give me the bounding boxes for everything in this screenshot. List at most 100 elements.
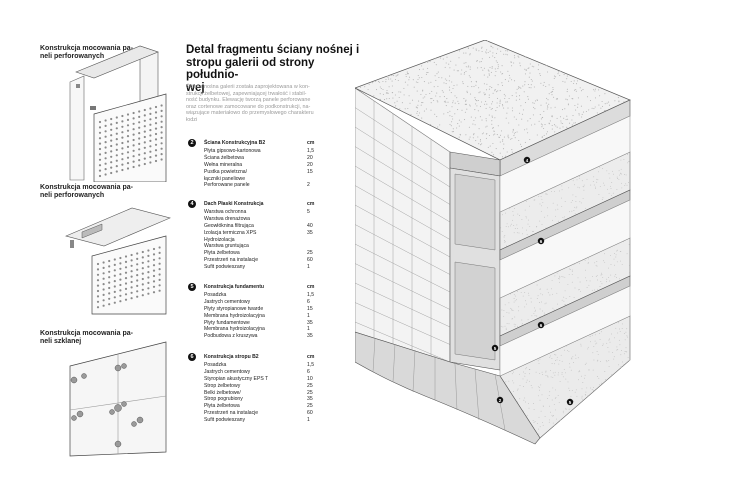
texture-dot (544, 124, 546, 126)
texture-dot (524, 68, 526, 70)
texture-dot (601, 382, 602, 384)
perforation (138, 110, 141, 113)
texture-dot (613, 173, 615, 175)
texture-dot (452, 118, 454, 120)
texture-dot (612, 192, 614, 194)
texture-dot (519, 62, 521, 64)
texture-dot (415, 81, 417, 83)
texture-dot (519, 398, 521, 400)
texture-dot (534, 310, 536, 312)
texture-dot (409, 102, 411, 104)
texture-dot (619, 251, 621, 253)
texture-dot (618, 100, 620, 102)
perforation (158, 278, 161, 281)
texture-dot (478, 128, 480, 130)
texture-dot (508, 74, 510, 76)
texture-dot (612, 352, 614, 354)
texture-dot (627, 356, 629, 358)
texture-dot (551, 91, 553, 93)
perforation (126, 113, 130, 116)
texture-dot (567, 349, 568, 351)
perforation (160, 158, 163, 161)
texture-dot (616, 250, 618, 252)
texture-dot (596, 112, 598, 114)
texture-dot (562, 80, 564, 82)
texture-dot (551, 358, 553, 359)
texture-dot (559, 381, 561, 383)
texture-dot (618, 339, 620, 341)
texture-dot (444, 66, 446, 68)
perforation (138, 148, 141, 151)
texture-dot (499, 99, 501, 101)
perforation (147, 260, 150, 263)
perforation (115, 132, 118, 135)
texture-dot (519, 373, 520, 375)
texture-dot (582, 185, 584, 187)
texture-dot (391, 80, 393, 82)
texture-dot (475, 49, 477, 51)
texture-dot (492, 55, 494, 57)
texture-dot (602, 343, 604, 345)
texture-dot (572, 356, 574, 358)
texture-dot (516, 227, 518, 229)
texture-dot (606, 342, 608, 344)
texture-dot (575, 389, 577, 391)
texture-dot (483, 74, 485, 76)
texture-dot (573, 210, 575, 211)
texture-dot (546, 71, 549, 73)
texture-dot (420, 104, 422, 106)
texture-dot (543, 134, 545, 136)
perforation (149, 112, 152, 115)
texture-dot (469, 66, 471, 68)
perforation (141, 288, 144, 291)
texture-dot (547, 398, 549, 400)
texture-dot (475, 140, 477, 142)
texture-dot (618, 170, 620, 172)
texture-dot (552, 88, 554, 91)
texture-dot (511, 373, 513, 375)
texture-dot (576, 80, 579, 82)
layer-material: Płyty styropianowe twarde (204, 305, 264, 312)
perforation (98, 174, 102, 178)
texture-dot (592, 369, 594, 371)
texture-dot (502, 105, 504, 107)
texture-dot (511, 308, 513, 310)
perforation (130, 253, 133, 257)
texture-dot (391, 92, 393, 94)
perforation (154, 111, 158, 114)
facade-panels (355, 87, 451, 363)
texture-dot (528, 402, 530, 404)
layer-material: Belki żelbetowe/ (204, 389, 241, 396)
texture-dot (513, 135, 515, 137)
texture-dot (621, 361, 623, 363)
texture-dot (454, 95, 456, 97)
texture-dot (607, 347, 609, 348)
texture-dot (513, 116, 515, 118)
texture-dot (593, 390, 595, 391)
texture-dot (528, 369, 530, 370)
spec-title: Ściana Konstrukcyjna B2 (204, 140, 266, 146)
texture-dot (593, 346, 595, 348)
texture-dot (407, 73, 409, 75)
perforation (115, 170, 118, 173)
texture-dot (494, 90, 496, 92)
texture-dot (538, 64, 540, 66)
texture-dot (550, 369, 551, 371)
callout-markers: 4 6 6 5 2 5 (491, 156, 574, 406)
texture-dot (519, 65, 521, 67)
texture-dot (458, 57, 460, 59)
texture-dot (544, 193, 546, 195)
texture-dot (568, 95, 570, 97)
texture-dot (482, 69, 484, 71)
perforation (160, 109, 163, 112)
texture-dot (628, 161, 630, 162)
texture-dot (451, 106, 453, 108)
texture-dot (571, 281, 573, 283)
texture-dot (527, 83, 529, 86)
texture-dot (396, 100, 398, 102)
texture-dot (418, 77, 420, 79)
texture-dot (545, 193, 547, 195)
